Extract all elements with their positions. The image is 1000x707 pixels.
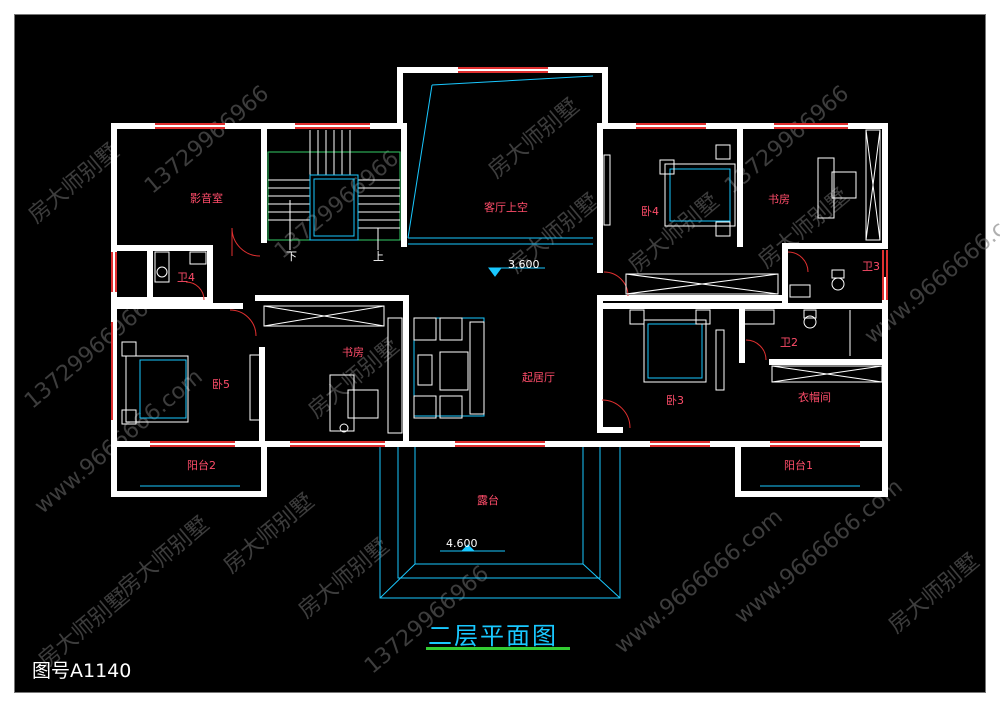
room-label-bedroom4: 卧4: [641, 205, 659, 218]
stair-label-up: 上: [373, 250, 384, 263]
room-label-family-hall: 起居厅: [522, 371, 555, 384]
stair-label-down: 下: [286, 250, 297, 263]
room-label-balcony1: 阳台1: [784, 459, 813, 472]
doors: [185, 227, 809, 429]
room-label-bedroom5: 卧5: [212, 378, 230, 391]
room-label-study-right: 书房: [768, 193, 790, 206]
staircase: [267, 130, 401, 250]
room-label-bath3: 卫3: [862, 260, 880, 273]
room-label-living-void: 客厅上空: [484, 201, 528, 214]
room-label-bedroom3: 卧3: [666, 394, 684, 407]
plan-title: 二层平面图: [428, 622, 558, 650]
windows: [111, 67, 888, 447]
room-label-closet: 衣帽间: [798, 391, 831, 404]
room-label-terrace: 露台: [477, 494, 499, 507]
room-label-theater: 影音室: [190, 192, 223, 205]
title-underline: [426, 647, 570, 650]
drawing-number: 图号A1140: [32, 660, 132, 682]
room-label-balcony2: 阳台2: [187, 459, 216, 472]
room-label-bath2: 卫2: [780, 336, 798, 349]
elevation-terrace: 4.600: [446, 537, 478, 550]
furniture: [121, 129, 883, 434]
room-label-bath4: 卫4: [177, 271, 195, 284]
elevation-upper: 3.600: [508, 258, 540, 271]
room-label-study-center: 书房: [342, 346, 364, 359]
living-void-lines: [407, 75, 594, 245]
walls: [111, 67, 888, 497]
